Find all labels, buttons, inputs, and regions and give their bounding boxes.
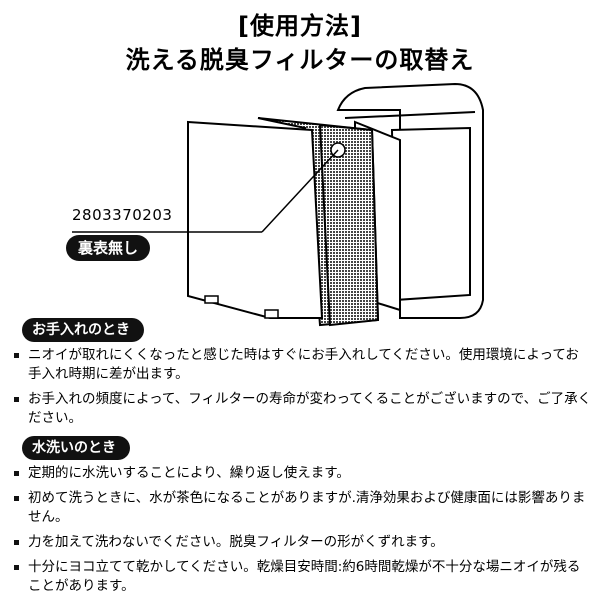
deodorizing-filter-mesh	[257, 117, 380, 327]
list-item: 初めて洗うときに、水が茶色になることがありますが.清浄効果および健康面には影響あ…	[12, 489, 592, 527]
care-section-heading: お手入れのとき	[22, 318, 144, 342]
list-item: 十分にヨコ立てて乾かしてください。乾燥目安時間:約6時間乾燥が不十分な場ニオイが…	[12, 558, 592, 596]
reversible-badge: 裏表無し	[66, 235, 151, 261]
care-list: ニオイが取れにくくなったと感じた時はすぐにお手入れしてください。使用環境によって…	[12, 346, 592, 434]
air-purifier-body	[336, 82, 484, 319]
wash-list: 定期的に水洗いすることにより、繰り返し使えます。 初めて洗うときに、水が茶色にな…	[12, 464, 592, 602]
list-item: 力を加えて洗わないでください。脱臭フィルターの形がくずれます。	[12, 533, 592, 552]
page-title: [使用方法]	[238, 12, 362, 40]
list-item: ニオイが取れにくくなったと感じた時はすぐにお手入れしてください。使用環境によって…	[12, 346, 592, 384]
bullet-icon	[14, 353, 19, 358]
list-item: お手入れの頻度によって、フィルターの寿命が変わってくることがございますので、ご了…	[12, 390, 592, 428]
front-panel	[187, 120, 324, 319]
page-subtitle: 洗える脱臭フィルターの取替え	[125, 46, 475, 74]
bullet-icon	[14, 397, 19, 402]
list-item: 定期的に水洗いすることにより、繰り返し使えます。	[12, 464, 592, 483]
filter-replacement-illustration	[72, 82, 484, 327]
bullet-icon	[14, 471, 19, 476]
wash-section-heading: 水洗いのとき	[22, 436, 130, 460]
bullet-icon	[14, 540, 19, 545]
part-number: 2803370203	[72, 206, 173, 224]
bullet-icon	[14, 565, 19, 570]
bullet-icon	[14, 496, 19, 501]
leader-line-pointer	[261, 149, 339, 233]
